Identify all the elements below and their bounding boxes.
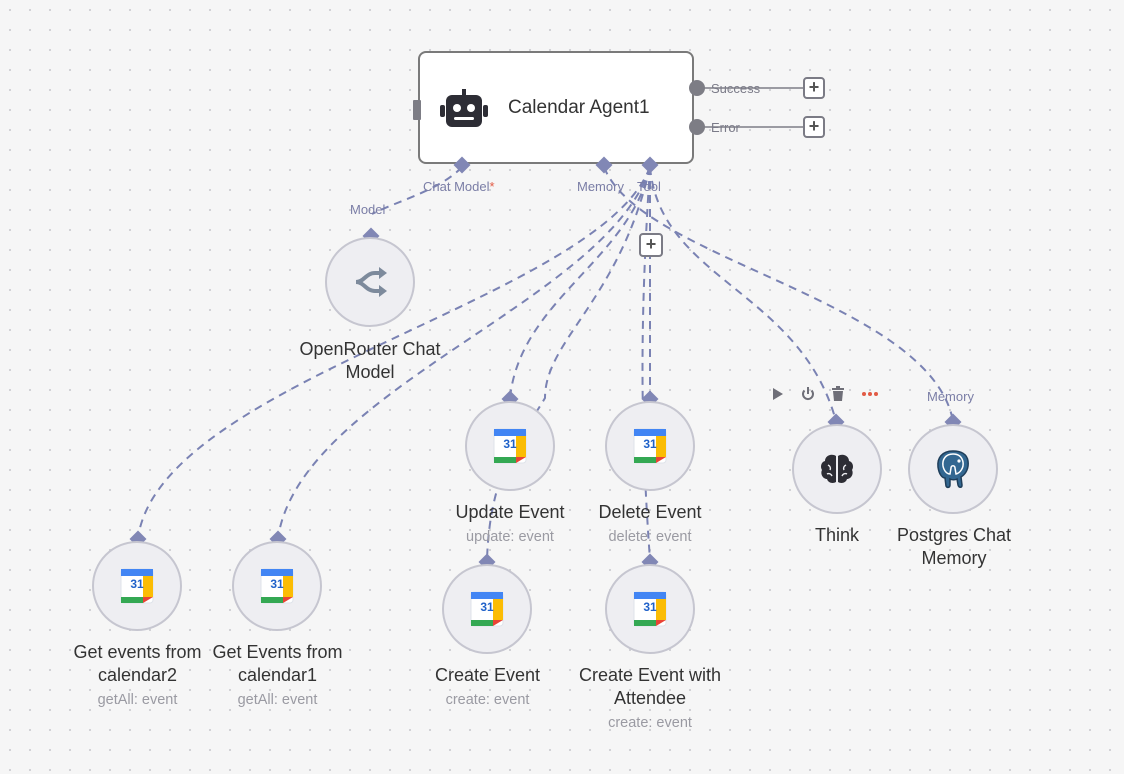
google-calendar-icon: 31 [633, 428, 667, 464]
error-output-handle[interactable] [689, 119, 705, 135]
google-calendar-icon: 31 [470, 591, 504, 627]
memory-node-port-label: Memory [927, 389, 974, 404]
link-tool-create-att [641, 166, 651, 561]
update-event-node[interactable]: 31 [465, 401, 555, 491]
link-memory-postgres [603, 166, 954, 422]
add-tool-button[interactable]: + [639, 233, 663, 257]
create-subtitle: create: event [445, 692, 530, 708]
agent-input-handle[interactable] [413, 100, 421, 120]
get2-subtitle: getAll: event [97, 692, 178, 708]
robot-icon [440, 89, 488, 127]
brain-icon [821, 454, 853, 483]
delete-title: Delete Event [598, 502, 702, 522]
trash-icon[interactable] [828, 384, 848, 404]
get-events-calendar1-node[interactable]: 31 [232, 541, 322, 631]
google-calendar-icon: 31 [120, 568, 154, 604]
power-icon[interactable] [798, 384, 818, 404]
create-att-subtitle: create: event [608, 715, 692, 731]
more-options-icon[interactable] [860, 384, 880, 404]
delete-subtitle: delete: event [608, 529, 692, 545]
google-calendar-icon: 31 [493, 428, 527, 464]
create-title: Create Event [434, 665, 541, 685]
create-event-attendee-node[interactable]: 31 [605, 564, 695, 654]
model-port-label: Model [350, 202, 386, 217]
tool-port-label: Tool [637, 179, 661, 194]
memory-port-label: Memory [577, 179, 624, 194]
update-subtitle: update: event [466, 529, 554, 545]
success-output-handle[interactable] [689, 80, 705, 96]
google-calendar-icon: 31 [260, 568, 294, 604]
add-error-node-button[interactable]: + [803, 116, 825, 138]
play-icon[interactable] [768, 384, 788, 404]
think-title: Think [814, 525, 859, 545]
update-title: Update Event [455, 502, 565, 522]
link-chat-model [371, 166, 463, 215]
google-calendar-icon: 31 [633, 591, 667, 627]
link-tool-think [649, 166, 837, 422]
link-tool-update [509, 166, 651, 399]
postgres-chat-memory-node[interactable] [908, 424, 998, 514]
node-toolbar [768, 384, 880, 404]
postgres-elephant-icon [937, 450, 969, 489]
chat-model-port-label: Chat Model* [423, 179, 495, 194]
error-output-label: Error [711, 120, 740, 135]
link-tool-get1 [277, 166, 651, 539]
add-success-node-button[interactable]: + [803, 77, 825, 99]
openrouter-icon [355, 267, 387, 297]
link-tool-get2 [137, 166, 651, 539]
get1-subtitle: getAll: event [237, 692, 318, 708]
openrouter-node[interactable] [325, 237, 415, 327]
delete-event-node[interactable]: 31 [605, 401, 695, 491]
agent-title: Calendar Agent1 [508, 97, 650, 118]
think-node[interactable] [792, 424, 882, 514]
get-events-calendar2-node[interactable]: 31 [92, 541, 182, 631]
success-output-label: Success [711, 81, 761, 96]
create-event-node[interactable]: 31 [442, 564, 532, 654]
calendar-agent-node[interactable]: Calendar Agent1 [413, 51, 694, 164]
